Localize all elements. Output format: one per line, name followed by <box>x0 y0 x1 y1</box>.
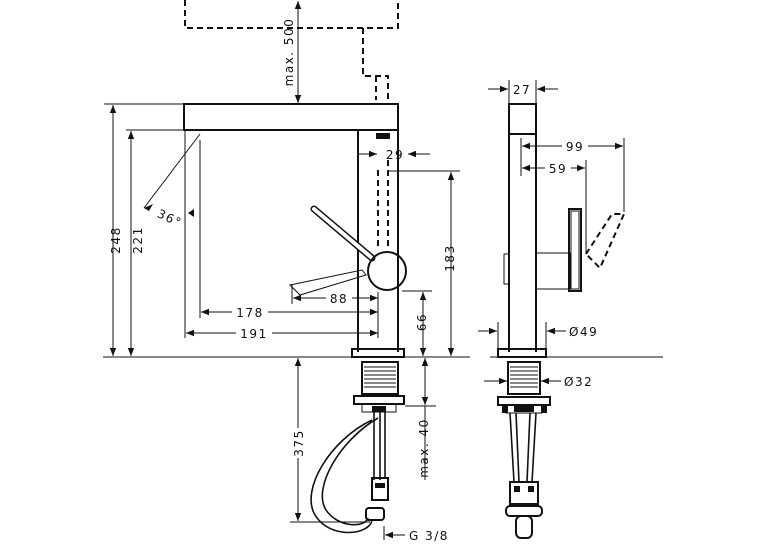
label-375: 375 <box>292 429 306 456</box>
label-248: 248 <box>109 226 123 253</box>
angle-36: 36° <box>143 133 201 231</box>
dim-66: 66 <box>402 290 432 356</box>
supply-hoses <box>310 412 389 534</box>
side-handle-raised <box>584 213 626 270</box>
label-thread: G 3/8 <box>409 529 449 543</box>
side-mounting-shank <box>497 361 551 414</box>
label-angle: 36° <box>155 207 184 231</box>
lever-handle <box>310 205 407 291</box>
dim-178: 178 <box>201 305 378 320</box>
dim-183: 183 <box>388 170 460 356</box>
label-99: 99 <box>566 140 584 154</box>
label-27: 27 <box>513 83 531 97</box>
dim-99: 99 <box>520 138 625 212</box>
label-dia-32: Ø32 <box>564 375 593 389</box>
side-handle <box>568 208 582 292</box>
side-supply-hoses <box>505 412 543 539</box>
side-view: 27 99 59 Ø49 Ø32 <box>478 80 663 539</box>
dim-max-40: max. 40 <box>405 358 436 480</box>
spray-wedge <box>288 269 367 296</box>
dim-max-500: max. 500 <box>282 1 302 103</box>
label-29: 29 <box>386 148 404 162</box>
dim-dia-49: Ø49 <box>478 322 598 349</box>
thread-callout: G 3/8 <box>383 526 449 543</box>
dim-29: 29 <box>358 148 430 162</box>
dim-375: 375 <box>289 358 370 523</box>
spout <box>183 103 399 139</box>
dim-248: 248 <box>104 103 184 356</box>
dim-dia-32: Ø32 <box>484 375 593 389</box>
label-183: 183 <box>443 244 457 271</box>
dim-59: 59 <box>522 160 587 254</box>
label-66: 66 <box>415 313 429 331</box>
dim-27: 27 <box>488 80 558 104</box>
overhead-cabinet-outline <box>184 0 399 100</box>
mounting-shank <box>353 361 405 413</box>
label-221: 221 <box>131 226 145 253</box>
label-191: 191 <box>240 327 267 341</box>
dim-191: 191 <box>186 326 378 341</box>
label-max-40: max. 40 <box>417 418 431 478</box>
label-dia-49: Ø49 <box>569 325 598 339</box>
label-59: 59 <box>549 162 567 176</box>
label-178: 178 <box>236 306 263 320</box>
dim-221: 221 <box>126 129 200 356</box>
dim-88: 88 <box>291 285 378 306</box>
label-max-500: max. 500 <box>282 18 296 87</box>
label-88: 88 <box>330 292 348 306</box>
column-raised-outline <box>377 160 389 250</box>
front-view: 248 221 36° max. 500 178 <box>103 0 470 543</box>
side-body <box>497 103 571 358</box>
